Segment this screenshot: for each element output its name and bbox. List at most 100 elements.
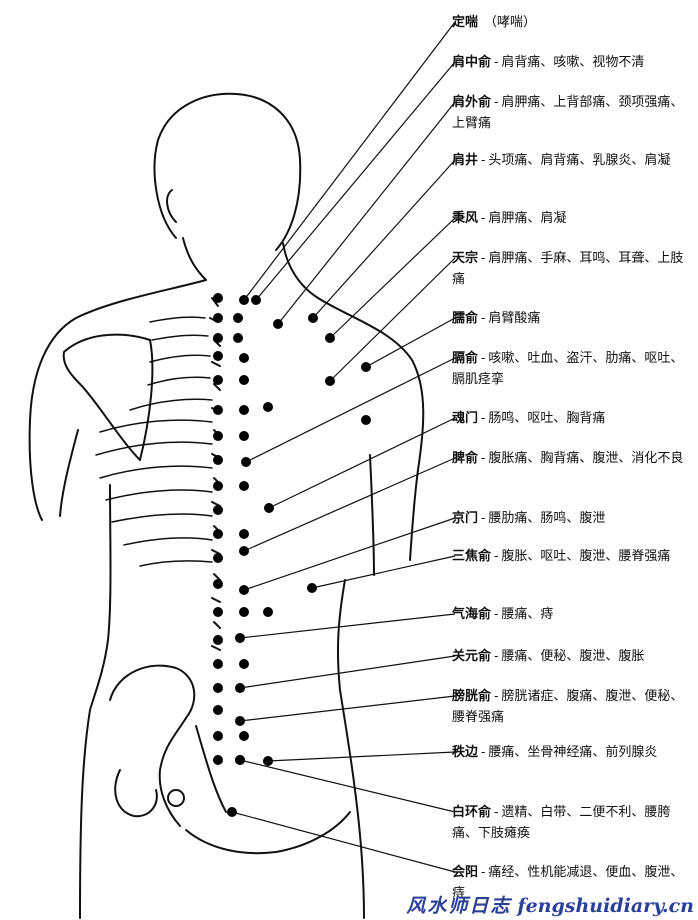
- acupoint-separator: -: [481, 745, 486, 760]
- acupoint-dot: [213, 579, 223, 589]
- acupoint-label: 京门-腰肋痛、肠鸣、腹泄: [452, 508, 696, 529]
- acupoint-label: 魂门-肠鸣、呕吐、胸背痛: [452, 408, 696, 429]
- acupoint-label: 定喘（哮喘）: [452, 12, 696, 33]
- acupoint-dot: [213, 333, 223, 343]
- acupoint-dot: [213, 431, 223, 441]
- leader-line: [243, 517, 456, 591]
- acupoint-indications: 肩胛痛、肩凝: [488, 211, 567, 226]
- acupoint-name: 肩井: [452, 153, 479, 168]
- acupoint-label: 臑俞-肩臂酸痛: [452, 308, 696, 329]
- acupoint-separator: -: [494, 95, 499, 110]
- acupoint-indications: 肠鸣、呕吐、胸背痛: [488, 411, 606, 426]
- right-arm-inner: [369, 454, 375, 576]
- acupoint-indications: 肩胛痛、上背部痛、颈项强痛、上臂痛: [452, 95, 684, 131]
- acupoint-separator: -: [481, 211, 486, 226]
- acupoint-label: 天宗-肩胛痛、手麻、耳鸣、耳聋、上肢痛: [452, 248, 696, 290]
- acupoint-label: 气海俞-腰痛、痔: [452, 604, 696, 625]
- acupoint-separator: -: [481, 351, 486, 366]
- leader-line: [243, 457, 456, 552]
- leader-line: [239, 613, 456, 639]
- head-outline: [153, 92, 302, 251]
- right-shoulder-outline: [317, 297, 425, 561]
- acupoint-indications: 肩胛痛、手麻、耳鸣、耳聋、上肢痛: [452, 251, 684, 287]
- acupoint-dot: [239, 529, 249, 539]
- leader-line: [239, 655, 456, 689]
- acupoint-name: 膀胱俞: [452, 689, 492, 704]
- rib-lines: [95, 316, 213, 567]
- hip-socket: [167, 789, 185, 807]
- watermark-cn: 风水师日志: [406, 895, 512, 917]
- scapula-outline: [62, 333, 154, 461]
- acupoint-separator: -: [481, 411, 486, 426]
- acupoint-name: 白环俞: [452, 805, 492, 820]
- leader-line: [268, 417, 456, 509]
- acupoint-dot: [239, 431, 249, 441]
- acupoint-name: 秩边: [452, 745, 479, 760]
- acupoint-separator: -: [481, 865, 486, 880]
- leader-line: [243, 21, 456, 301]
- acupoint-indications: （哮喘）: [484, 15, 537, 30]
- leader-line: [239, 759, 456, 813]
- leader-line: [277, 101, 456, 325]
- acupoint-label: 会阳-痛经、性机能减退、便血、腹泄、痔: [452, 862, 696, 904]
- acupoint-dot: [239, 405, 249, 415]
- leader-line: [267, 751, 456, 762]
- acupoint-dot: [213, 607, 223, 617]
- acupoint-dot: [213, 731, 223, 741]
- acupoint-label: 膈俞-咳嗽、吐血、盗汗、肋痛、呕吐、膈肌痉挛: [452, 348, 696, 390]
- leader-line: [255, 61, 456, 301]
- watermark-en: fengshuidiary.cn: [517, 895, 694, 917]
- acupoint-dot: [233, 333, 243, 343]
- acupoint-separator: -: [494, 649, 499, 664]
- acupoint-dot: [213, 529, 223, 539]
- buttocks-curve: [185, 811, 351, 855]
- acupoint-label: 脾俞-腹胀痛、胸背痛、腹泄、消化不良: [452, 448, 696, 469]
- acupoint-indications: 腰痛、便秘、腹泄、腹胀: [501, 649, 645, 664]
- acupoint-separator: -: [481, 511, 486, 526]
- acupoint-separator: -: [481, 153, 486, 168]
- acupoint-dot: [213, 293, 223, 303]
- torso-left-outline: [89, 484, 112, 711]
- acupoint-name: 会阳: [452, 865, 479, 880]
- leader-line: [231, 811, 456, 873]
- acupoint-separator: -: [494, 607, 499, 622]
- acupoint-separator: -: [494, 805, 499, 820]
- neck-outline: [182, 237, 207, 281]
- acupoint-dot: [213, 705, 223, 715]
- acupoint-indications: 腰痛、坐骨神经痛、前列腺炎: [488, 745, 658, 760]
- acupoint-dot: [361, 415, 371, 425]
- acupoint-dot: [263, 402, 273, 412]
- acupoint-label: 秩边-腰痛、坐骨神经痛、前列腺炎: [452, 742, 696, 763]
- acupoint-indications: 肩背痛、咳嗽、视物不清: [501, 55, 645, 70]
- acupoint-label: 肩外俞-肩胛痛、上背部痛、颈项强痛、上臂痛: [452, 92, 696, 134]
- acupoint-indications: 腰肋痛、肠鸣、腹泄: [488, 511, 606, 526]
- acupoint-indications: 腹胀、呕吐、腹泄、腰脊强痛: [501, 549, 671, 564]
- acupoint-name: 秉风: [452, 211, 479, 226]
- acupoint-dot: [233, 313, 243, 323]
- acupoint-name: 京门: [452, 511, 479, 526]
- hip-left-outline: [79, 709, 91, 919]
- acupoint-dot: [239, 607, 249, 617]
- acupoint-dot: [213, 375, 223, 385]
- acupoint-dot: [239, 353, 249, 363]
- acupoint-dot: [213, 755, 223, 765]
- acupoint-dot: [239, 731, 249, 741]
- leader-line: [311, 555, 456, 589]
- acupoint-name: 脾俞: [452, 451, 479, 466]
- acupoint-dot: [213, 553, 223, 563]
- acupoint-indications: 头项痛、肩背痛、乳腺炎、肩凝: [488, 153, 671, 168]
- acupoint-name: 膈俞: [452, 351, 479, 366]
- acupoint-indications: 痛经、性机能减退、便血、腹泄、痔: [452, 865, 684, 901]
- acupoint-separator: -: [481, 251, 486, 266]
- ear-outline: [166, 189, 177, 223]
- acupoint-label: 肩井-头项痛、肩背痛、乳腺炎、肩凝: [452, 150, 696, 171]
- acupoint-dot: [239, 659, 249, 669]
- acupoint-name: 天宗: [452, 251, 479, 266]
- acupoint-name: 魂门: [452, 411, 479, 426]
- neck-outline-right: [282, 242, 319, 299]
- acupoint-dot: [213, 635, 223, 645]
- acupoint-dot: [213, 405, 223, 415]
- leader-line: [239, 695, 456, 722]
- acupoint-dot: [239, 375, 249, 385]
